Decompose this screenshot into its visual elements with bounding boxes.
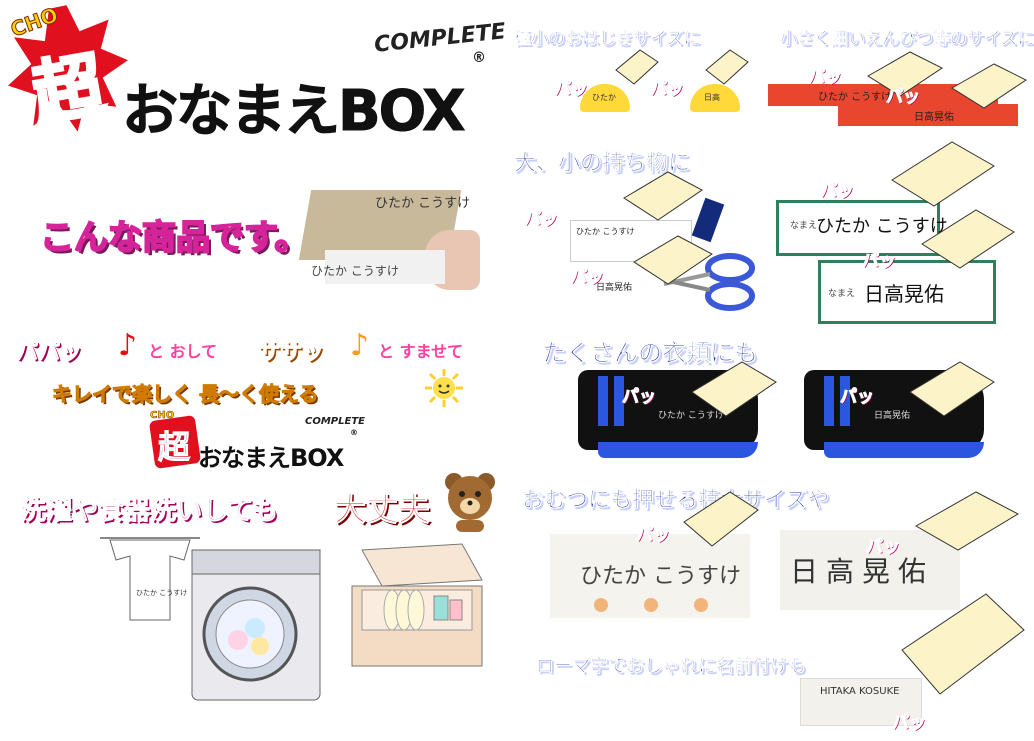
bear-icon bbox=[440, 470, 500, 534]
music-note-icon-2: ♪ bbox=[350, 328, 370, 363]
starburst-icon bbox=[4, 2, 132, 137]
paa-label-9: パッ bbox=[622, 387, 657, 408]
diaper-kanji: 日高晃佑 bbox=[790, 555, 935, 588]
slogan-sumasete: と すませて bbox=[378, 342, 464, 361]
socks-2: 日高晃佑 パッ bbox=[794, 360, 1008, 472]
tiny-kana: ひたか bbox=[592, 93, 616, 102]
slogan-oshite: と おして bbox=[148, 342, 218, 361]
paa-label-11: パッ bbox=[636, 525, 671, 546]
tag-kanji: 日高晃佑 bbox=[864, 282, 944, 306]
section-roman-title: ローマ字でおしゃれに名前付けも bbox=[536, 656, 807, 678]
stamp-block-icon-8 bbox=[921, 209, 1015, 269]
paa-label-12: パッ bbox=[866, 537, 901, 558]
logo-small-complete: COMPLETE bbox=[305, 416, 365, 427]
items-kana: ひたか こうすけ bbox=[576, 227, 635, 236]
logo-small-reg: ® bbox=[350, 428, 358, 437]
paa-label-5: パッ bbox=[524, 209, 559, 230]
paa-label-8: パッ bbox=[862, 251, 897, 272]
stamp-block-icon-3 bbox=[867, 51, 943, 97]
section-pencil-title: 小さく細いえんぴつ等のサイズに bbox=[780, 29, 1034, 50]
stamp-hand-photo: ひたか こうすけ ひたか こうすけ bbox=[298, 180, 480, 290]
hand-sample-kana-top: ひたか こうすけ bbox=[375, 196, 471, 211]
items-kanji: 日高晃佑 bbox=[596, 283, 633, 293]
logo-small: CHO 超 COMPLETE ® おなまえBOX bbox=[148, 410, 365, 472]
pencil-kana: ひたか こうすけ bbox=[818, 92, 892, 103]
hand-sample-kana: ひたか こうすけ bbox=[311, 264, 399, 278]
tiny-kanji: 日高 bbox=[704, 93, 720, 102]
sun-icon bbox=[424, 368, 464, 408]
stamp-block-icon-2 bbox=[705, 49, 749, 85]
sock-kana: ひたか こうすけ bbox=[658, 411, 724, 421]
stamp-block-icon-11 bbox=[683, 491, 759, 547]
paa-label-6: パッ bbox=[570, 267, 605, 288]
intro-text: こんな商品です。 bbox=[39, 217, 310, 259]
durable-highlight: 大丈夫 bbox=[333, 490, 431, 529]
stamp-block-icon-6 bbox=[633, 235, 713, 285]
stamp-block-icon-12 bbox=[914, 491, 1020, 551]
slogan-line-1: パパッ ♪ と おして ササッ ♪ と すませて bbox=[15, 328, 506, 368]
section-items-title: 大、小の持ち物に bbox=[514, 151, 691, 177]
paa-label-2: パッ bbox=[650, 79, 685, 100]
stamp-block-icon-9 bbox=[691, 361, 777, 417]
pencil-stamps: ひたか こうすけ 日高晃佑 パッ パッ bbox=[768, 50, 1030, 130]
music-note-icon: ♪ bbox=[118, 328, 138, 363]
roman-stamp: HITAKA KOSUKE パッ bbox=[796, 590, 1030, 736]
shirt-name-kana: ひたか こうすけ bbox=[136, 589, 188, 597]
paa-label-7: パッ bbox=[820, 181, 855, 202]
socks-1: ひたか こうすけ パッ bbox=[568, 360, 780, 472]
logo-small-cho: CHO bbox=[150, 410, 175, 422]
stamp-block-icon-13 bbox=[901, 593, 1025, 695]
section-tiny-title: 極小のおはじきサイズに bbox=[514, 29, 701, 50]
slogan-sasa: ササッ bbox=[257, 340, 325, 366]
logo-large: CHO 超 COMPLETE ® おなまえBOX bbox=[2, 0, 507, 150]
tag-prefix: なまえ bbox=[790, 221, 818, 231]
stamp-block-icon-10 bbox=[909, 361, 995, 417]
sock-kanji: 日高晃佑 bbox=[874, 411, 911, 421]
logo-small-chou: 超 bbox=[157, 428, 191, 467]
roman-name: HITAKA KOSUKE bbox=[820, 686, 900, 697]
tag-prefix-2: なまえ bbox=[828, 289, 856, 299]
diaper-stamp-2: 日高晃佑 パッ bbox=[780, 490, 1030, 614]
pencil-kanji: 日高晃佑 bbox=[914, 112, 954, 123]
stamp-block-icon bbox=[615, 49, 659, 85]
stamp-block-icon-7 bbox=[891, 141, 995, 207]
section-diaper-title: おむつにも押せる特大サイズや bbox=[522, 488, 830, 514]
slogan-papa: パパッ bbox=[15, 340, 83, 366]
logo-name: おなまえBOX bbox=[121, 79, 465, 145]
paa-label: パッ bbox=[554, 79, 589, 100]
tag-kana: ひたか こうすけ bbox=[816, 216, 948, 237]
logo-small-name: おなまえBOX bbox=[198, 444, 344, 472]
logo-complete: COMPLETE bbox=[373, 19, 507, 58]
dishwasher-illustration bbox=[342, 540, 492, 680]
paa-label-4: パッ bbox=[886, 87, 921, 108]
washing-machine-illustration: ひたか こうすけ bbox=[100, 530, 330, 710]
items-stamps: ひたか こうすけ 日高晃佑 パッ パッ bbox=[520, 170, 760, 320]
paa-label-13: パッ bbox=[892, 713, 927, 734]
name-tags: なまえ ひたか こうすけ なまえ 日高晃佑 パッ パッ bbox=[776, 140, 1030, 326]
diaper-stamp-1: ひたか こうすけ パッ bbox=[550, 491, 760, 620]
diaper-kana: ひたか こうすけ bbox=[580, 564, 741, 589]
slogan-line-2: キレイで楽しく 長～く使える bbox=[51, 382, 319, 407]
section-clothes-title: たくさんの衣類にも bbox=[542, 339, 759, 368]
stamp-block-icon-5 bbox=[623, 171, 703, 221]
tiny-stamps: ひたか 日高 パッ パッ bbox=[540, 48, 770, 118]
paa-label-3: パッ bbox=[808, 67, 843, 88]
paa-label-10: パッ bbox=[840, 387, 875, 408]
stamp-block-icon-4 bbox=[951, 63, 1027, 109]
durable-text: 洗濯や食器洗いしても bbox=[20, 496, 279, 527]
logo-reg: ® bbox=[472, 50, 486, 66]
